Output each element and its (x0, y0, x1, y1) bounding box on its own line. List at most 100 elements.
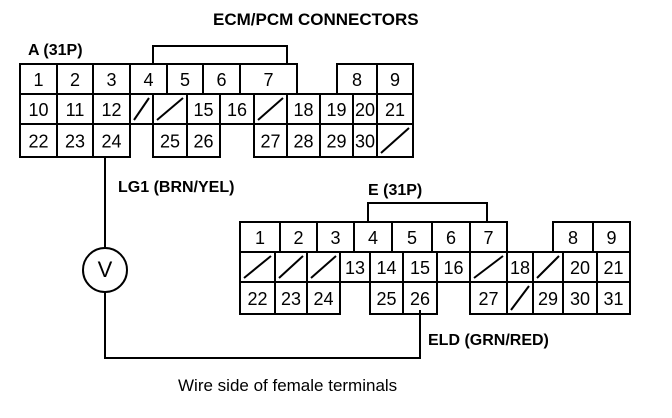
terminal-number: 8 (352, 70, 362, 90)
terminal-number: 16 (227, 100, 247, 120)
terminal-cell (152, 123, 188, 158)
terminal-number: 4 (143, 70, 153, 90)
terminal-cell (352, 123, 378, 158)
terminal-number: 24 (101, 132, 121, 152)
unused-terminal-mark (473, 255, 504, 279)
terminal-number: 22 (247, 289, 267, 309)
terminal-cell (286, 93, 321, 125)
terminal-number: 14 (376, 258, 396, 278)
terminal-cell (596, 281, 631, 315)
unused-terminal-mark (380, 127, 410, 154)
terminal-cell (336, 63, 378, 95)
terminal-cell (306, 281, 341, 315)
terminal-number: 29 (326, 132, 346, 152)
terminal-number: 31 (603, 289, 623, 309)
terminal-cell (253, 123, 288, 158)
unused-terminal-mark (510, 285, 530, 311)
terminal-number: 3 (106, 70, 116, 90)
unused-terminal-mark (278, 255, 304, 279)
connector-a-locking-tab (152, 45, 288, 64)
terminal-number: 11 (66, 100, 85, 120)
terminal-cell (239, 281, 276, 315)
unused-terminal-mark (243, 255, 272, 279)
unused-terminal-mark (133, 97, 150, 121)
diagram-title: ECM/PCM CONNECTORS (213, 10, 419, 29)
terminal-cell (436, 251, 471, 283)
terminal-number: 25 (376, 289, 396, 309)
terminal-number: 29 (538, 289, 558, 309)
terminal-number: 27 (260, 132, 280, 152)
terminal-number: 2 (70, 70, 80, 90)
terminal-number: 24 (313, 289, 333, 309)
terminal-number: 7 (263, 70, 273, 90)
terminal-cell (186, 123, 221, 158)
terminal-number: 18 (293, 100, 313, 120)
terminal-cell (92, 123, 131, 158)
diagram-caption: Wire side of female terminals (178, 376, 397, 395)
connector-a-name: A (31P) (28, 42, 83, 59)
terminal-number: 2 (293, 228, 303, 248)
terminal-cell (19, 93, 58, 125)
terminal-cell (316, 221, 355, 253)
terminal-number: 20 (355, 100, 375, 120)
terminal-cell (369, 251, 404, 283)
terminal-cell (402, 281, 438, 315)
terminal-number: 15 (410, 258, 430, 278)
terminal-cell (319, 123, 354, 158)
terminal-number: 3 (330, 228, 340, 248)
terminal-number: 25 (160, 132, 180, 152)
terminal-number: 7 (483, 228, 493, 248)
terminal-number: 5 (407, 228, 417, 248)
unused-terminal-mark (310, 255, 337, 279)
eld-test-lead (104, 292, 421, 359)
terminal-cell (592, 221, 631, 253)
terminal-number: 4 (368, 228, 378, 248)
terminal-number: 1 (33, 70, 43, 90)
terminal-number: 30 (355, 132, 375, 152)
terminal-number: 23 (65, 132, 85, 152)
terminal-number: 26 (410, 289, 430, 309)
terminal-cell (532, 281, 564, 315)
terminal-number: 18 (510, 258, 530, 278)
terminal-cell (353, 221, 393, 253)
terminal-number: 5 (180, 70, 190, 90)
terminal-number: 21 (603, 258, 623, 278)
terminal-number: 26 (193, 132, 213, 152)
connector-e-locking-tab (367, 202, 488, 222)
terminal-number: 1 (255, 228, 265, 248)
terminal-number: 10 (28, 100, 48, 120)
terminal-number: 21 (385, 100, 405, 120)
terminal-number: 6 (216, 70, 226, 90)
terminal-number: 6 (446, 228, 456, 248)
unused-terminal-mark (257, 97, 284, 121)
connector-e-wire-label: ELD (GRN/RED) (428, 332, 549, 349)
terminal-number: 9 (606, 228, 616, 248)
terminal-number: 30 (570, 289, 590, 309)
terminal-number: 20 (570, 258, 590, 278)
terminal-cell (286, 123, 321, 158)
terminal-cell (376, 93, 414, 125)
terminal-number: 23 (281, 289, 301, 309)
connector-e-name: E (31P) (368, 182, 422, 199)
terminal-number: 28 (293, 132, 313, 152)
terminal-number: 16 (443, 258, 463, 278)
terminal-cell (469, 281, 508, 315)
connector-a-wire-label: LG1 (BRN/YEL) (118, 179, 234, 196)
terminal-cell (369, 281, 404, 315)
terminal-number: 15 (193, 100, 213, 120)
terminal-number: 8 (568, 228, 578, 248)
unused-terminal-mark (536, 255, 560, 279)
terminal-cell (469, 221, 508, 253)
terminal-number: 22 (28, 132, 48, 152)
unused-terminal-mark (156, 97, 184, 121)
voltmeter-symbol: V (98, 257, 113, 282)
terminal-number: 27 (478, 289, 498, 309)
terminal-number: 9 (390, 70, 400, 90)
terminal-number: 19 (326, 100, 346, 120)
terminal-number: 13 (345, 258, 365, 278)
terminal-number: 12 (101, 100, 121, 120)
terminal-cell (596, 251, 631, 283)
